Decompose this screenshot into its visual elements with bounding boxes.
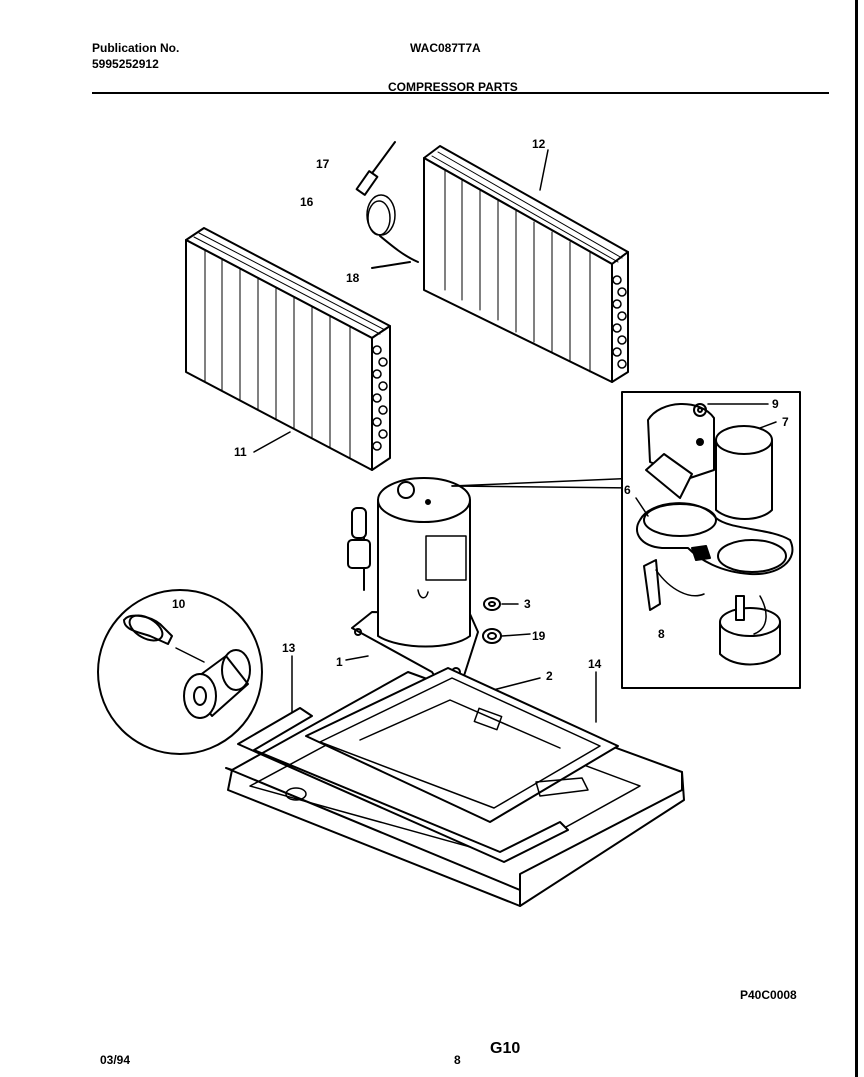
- leader-lines: [253, 149, 549, 661]
- callout-2: 2: [546, 669, 553, 683]
- model-number: WAC087T7A: [410, 41, 481, 55]
- publication-label: Publication No.: [92, 41, 180, 55]
- capillary-tube-assembly: [355, 141, 419, 269]
- footer-date: 03/94: [100, 1053, 131, 1067]
- footer-page-number: 8: [454, 1053, 461, 1067]
- page-border: [855, 0, 858, 1077]
- base-pan-14: [225, 667, 685, 907]
- header-rule: [92, 92, 829, 94]
- callout-6: 6: [624, 483, 631, 497]
- callout-12: 12: [532, 137, 546, 151]
- compressor-1: [347, 477, 479, 691]
- grommets-3-19: [482, 597, 531, 644]
- callout-10: 10: [172, 597, 186, 611]
- callout-16: 16: [300, 195, 314, 209]
- callout-1: 1: [336, 655, 343, 669]
- callout-9: 9: [772, 397, 779, 411]
- callout-13: 13: [282, 641, 296, 655]
- gasket-13: [237, 655, 569, 863]
- callout-3: 3: [524, 597, 531, 611]
- motor-detail-10: [97, 589, 263, 755]
- callout-14: 14: [588, 657, 602, 671]
- callout-8: 8: [658, 627, 665, 641]
- evaporator-coil-11: [185, 227, 391, 471]
- callout-11: 11: [234, 445, 247, 459]
- section-code: G10: [490, 1040, 521, 1057]
- condenser-coil-12: [423, 145, 629, 383]
- diagram-code: P40C0008: [740, 988, 797, 1002]
- callout-19: 19: [532, 629, 546, 643]
- callout-7: 7: [782, 415, 789, 429]
- section-title: COMPRESSOR PARTS: [388, 80, 518, 94]
- callout-17: 17: [316, 157, 330, 171]
- callout-18: 18: [346, 271, 360, 285]
- publication-number: 5995252912: [92, 57, 159, 71]
- electrical-detail-inset: [621, 391, 801, 689]
